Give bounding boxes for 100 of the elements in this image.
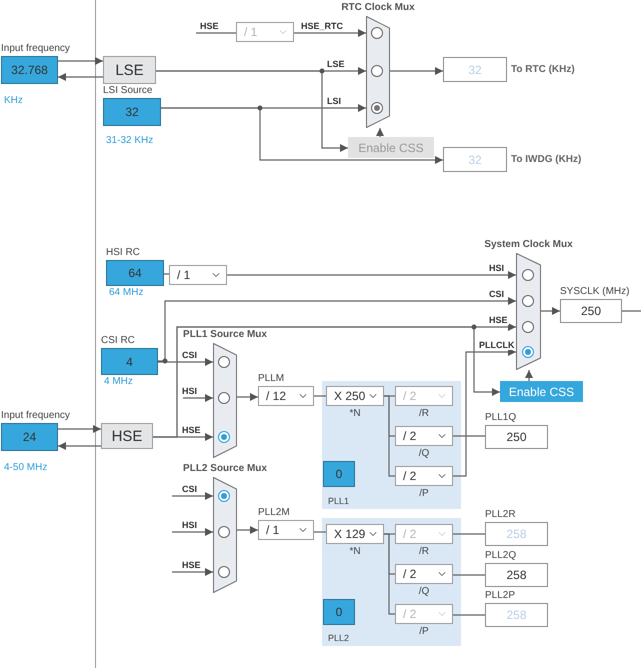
source-box: HSE <box>101 423 153 449</box>
edge-label: HSE <box>181 560 202 570</box>
connector-line <box>196 32 236 34</box>
frequency-note: 4-50 MHz <box>4 463 48 473</box>
frequency-note: KHz <box>4 96 23 106</box>
dropdown-select: / 1 <box>169 265 227 285</box>
field-label: *N <box>349 547 361 557</box>
output-field: 258 <box>485 522 548 546</box>
arrow <box>541 307 560 315</box>
field-label: PLL2M <box>258 508 290 518</box>
frequency-note: 31-32 KHz <box>106 136 154 146</box>
arrow <box>453 348 516 477</box>
field-label: /R <box>419 409 429 419</box>
connector-line <box>384 395 395 477</box>
field-label: PLL1Q <box>485 413 516 423</box>
arrow <box>294 29 366 37</box>
edge-label: CSI <box>181 350 198 360</box>
field-label: PLL2R <box>485 510 516 520</box>
dropdown-select: / 2 <box>395 466 453 486</box>
arrow <box>172 568 213 576</box>
output-field: 258 <box>485 603 548 627</box>
edge-label: LSE <box>326 59 346 69</box>
field-label: PLLM <box>258 374 284 384</box>
field-label: LSI Source <box>103 86 152 96</box>
arrow <box>158 297 516 362</box>
edge-label: HSE_RTC <box>300 21 344 31</box>
edge-label: LSI <box>326 96 342 106</box>
field-label: /Q <box>418 449 430 459</box>
mux-title: PLL2 Source Mux <box>183 464 267 474</box>
edge-label: HSI <box>181 520 198 530</box>
value-field: 24 <box>1 423 58 451</box>
field-label: Input frequency <box>1 411 70 421</box>
arrow <box>227 271 516 279</box>
arrow <box>58 425 101 433</box>
frequency-note: 64 MHz <box>109 288 144 298</box>
arrow <box>390 67 443 75</box>
mux-title: System Clock Mux <box>484 240 573 250</box>
connector-line <box>314 395 326 397</box>
field-label: SYSCLK (MHz) <box>560 287 630 297</box>
arrow <box>183 394 213 402</box>
dropdown-select: / 2 <box>395 524 453 544</box>
value-field: 32.768 <box>1 56 58 84</box>
dropdown-select: X 250 <box>326 386 384 406</box>
source-box: LSE <box>103 56 156 84</box>
output-field: 258 <box>485 563 548 587</box>
arrow <box>58 73 103 81</box>
arrow <box>156 70 348 152</box>
dropdown-select: X 129 <box>326 524 384 544</box>
edge-label: HSI <box>488 263 506 273</box>
arrow <box>158 358 213 366</box>
value-field: 0 <box>323 599 355 625</box>
dropdown-select: / 1 <box>258 520 314 540</box>
field-label: CSI RC <box>101 336 135 346</box>
panel-label: PLL2 <box>328 634 350 643</box>
mux-title: RTC Clock Mux <box>341 3 415 13</box>
edge-label: HSE <box>181 425 202 435</box>
edge-label: HSE <box>199 21 220 31</box>
dropdown-select: / 2 <box>395 386 453 406</box>
connector-line <box>453 435 485 437</box>
output-field: 250 <box>560 299 622 323</box>
pll-panel <box>322 381 461 509</box>
value-field: 32 <box>103 98 161 126</box>
edge-label: PLLCLK <box>478 340 516 350</box>
field-label: /P <box>419 627 429 637</box>
field-label: /Q <box>418 587 430 597</box>
connector-line <box>453 614 485 616</box>
connector-line <box>622 310 641 312</box>
connector-line <box>453 574 485 576</box>
frequency-note: To IWDG (KHz) <box>511 154 582 164</box>
field-label: /P <box>419 489 429 499</box>
field-label: PLL2Q <box>485 551 516 561</box>
dropdown-select: / 2 <box>395 564 453 584</box>
output-field: 250 <box>485 425 548 449</box>
dropdown-select: / 2 <box>395 604 453 624</box>
output-field: 32 <box>443 57 507 82</box>
field-label: Input frequency <box>1 44 70 54</box>
arrow <box>161 107 443 164</box>
connector-line <box>384 533 395 615</box>
value-field: 0 <box>323 461 355 487</box>
arrow <box>172 492 213 500</box>
frequency-note: To RTC (KHz) <box>511 64 575 74</box>
edge-label: CSI <box>181 484 198 494</box>
frequency-note: 4 MHz <box>104 377 133 387</box>
value-field: 64 <box>106 260 164 286</box>
connector-line <box>453 533 485 535</box>
pll-panel <box>322 518 461 646</box>
value-field: 4 <box>101 348 158 375</box>
arrow <box>376 128 384 137</box>
field-label: *N <box>349 409 361 419</box>
arrow <box>172 528 213 536</box>
connector-line <box>314 531 326 533</box>
arrow <box>58 442 101 450</box>
edge-label: HSI <box>181 386 198 396</box>
enable-button: Enable CSS <box>500 381 583 402</box>
panel-label: PLL1 <box>328 497 350 506</box>
dropdown-select: / 2 <box>395 426 453 446</box>
output-field: 32 <box>443 147 507 172</box>
arrow <box>237 526 258 534</box>
field-label: HSI RC <box>106 248 140 258</box>
arrow <box>525 370 533 381</box>
